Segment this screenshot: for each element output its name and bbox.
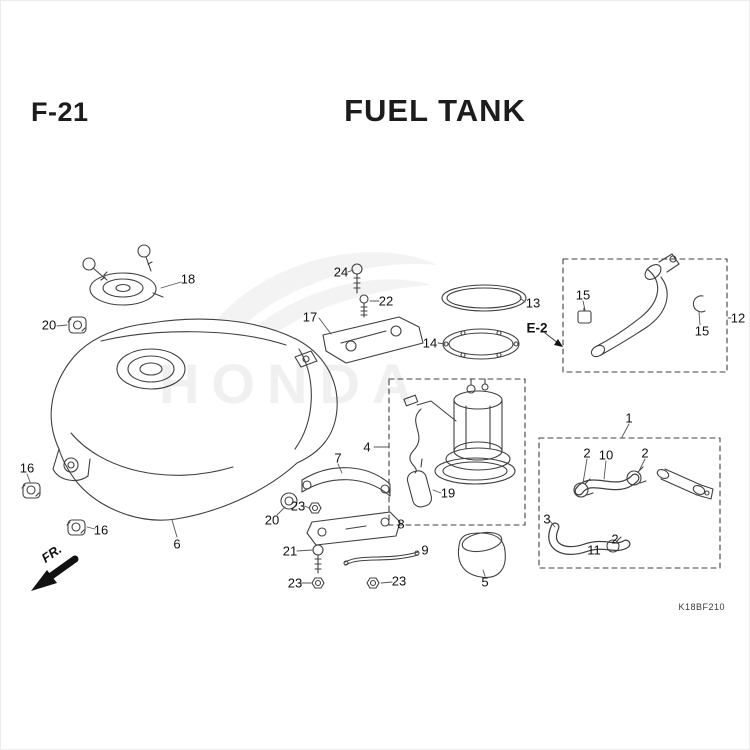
part-label-19: 19 (440, 485, 456, 501)
bracket-7-drawing (301, 467, 391, 497)
part-label-5: 5 (481, 574, 489, 590)
part-label-2: 2 (583, 445, 591, 461)
page-code: F-21 (31, 97, 89, 127)
clip-2-left-drawing (573, 478, 594, 498)
part-label-3: 3 (543, 511, 551, 527)
clip-15-right-drawing (692, 295, 706, 313)
grommet-16-upper-drawing (21, 482, 41, 499)
nut-23-left-drawing (311, 577, 325, 589)
part-label-23: 23 (287, 575, 303, 591)
nut-23-right-drawing (366, 577, 380, 589)
bolt-22-drawing (359, 294, 369, 318)
part-label-11: 11 (587, 542, 601, 558)
part-label-1: 1 (625, 410, 633, 426)
fuel-pump-box (388, 378, 526, 526)
part-label-4: 4 (363, 439, 371, 455)
part-label-23: 23 (391, 573, 407, 589)
bolt-21-drawing (312, 544, 324, 574)
filler-pipe-drawing (590, 253, 680, 358)
leader-lines (26, 269, 732, 584)
fuel-filter-19-drawing (406, 458, 433, 508)
part-label-14: 14 (422, 335, 438, 351)
grommet-20-center-drawing (280, 492, 298, 510)
part-label-13: 13 (525, 295, 541, 311)
part-label-20: 20 (41, 317, 57, 333)
part-label-E-2: E-2 (526, 320, 548, 336)
fr-arrow-icon (31, 555, 79, 591)
part-label-18: 18 (180, 271, 196, 287)
hose-box (538, 437, 721, 569)
e2-ref-arrow-icon (544, 332, 563, 347)
part-label-23: 23 (290, 498, 306, 514)
rubber-5-drawing (457, 531, 506, 578)
fuel-joint-drawing (656, 468, 714, 500)
bolt-24-drawing (351, 263, 363, 294)
stay-9-drawing (343, 550, 420, 566)
part-label-21: 21 (282, 543, 298, 559)
hose-10-drawing (574, 473, 640, 496)
clamp-15-left-drawing (577, 307, 592, 324)
part-label-20: 20 (264, 512, 280, 528)
part-label-22: 22 (378, 293, 394, 309)
bracket-17-drawing (322, 316, 424, 364)
filler-pipe-box (562, 258, 728, 373)
part-label-2: 2 (641, 445, 649, 461)
part-label-16: 16 (93, 522, 109, 538)
hose-3-drawing (548, 522, 631, 555)
part-label-15: 15 (694, 323, 710, 339)
part-label-24: 24 (333, 264, 349, 280)
part-label-7: 7 (334, 450, 342, 466)
clip-2-lower-drawing (606, 536, 622, 553)
part-label-10: 10 (598, 447, 614, 463)
fuel-cap-drawing (82, 244, 164, 306)
part-label-6: 6 (173, 536, 181, 552)
grommet-20-left-drawing (67, 316, 87, 334)
part-label-15: 15 (575, 287, 591, 303)
diagram-code: K18BF210 (678, 602, 725, 612)
ring-13-drawing (441, 284, 527, 312)
fuel-tank-drawing (50, 318, 338, 521)
page-title: FUEL TANK (344, 93, 526, 128)
plate-8-drawing (306, 511, 401, 546)
part-label-12: 12 (730, 310, 746, 326)
part-label-2: 2 (611, 531, 619, 547)
nut-23-upper-drawing (308, 502, 322, 514)
part-label-8: 8 (397, 516, 405, 532)
part-label-16: 16 (19, 460, 35, 476)
part-label-17: 17 (302, 309, 318, 325)
grommet-16-lower-drawing (66, 519, 86, 536)
part-label-9: 9 (421, 542, 429, 558)
fuel-pump-drawing (403, 378, 516, 485)
